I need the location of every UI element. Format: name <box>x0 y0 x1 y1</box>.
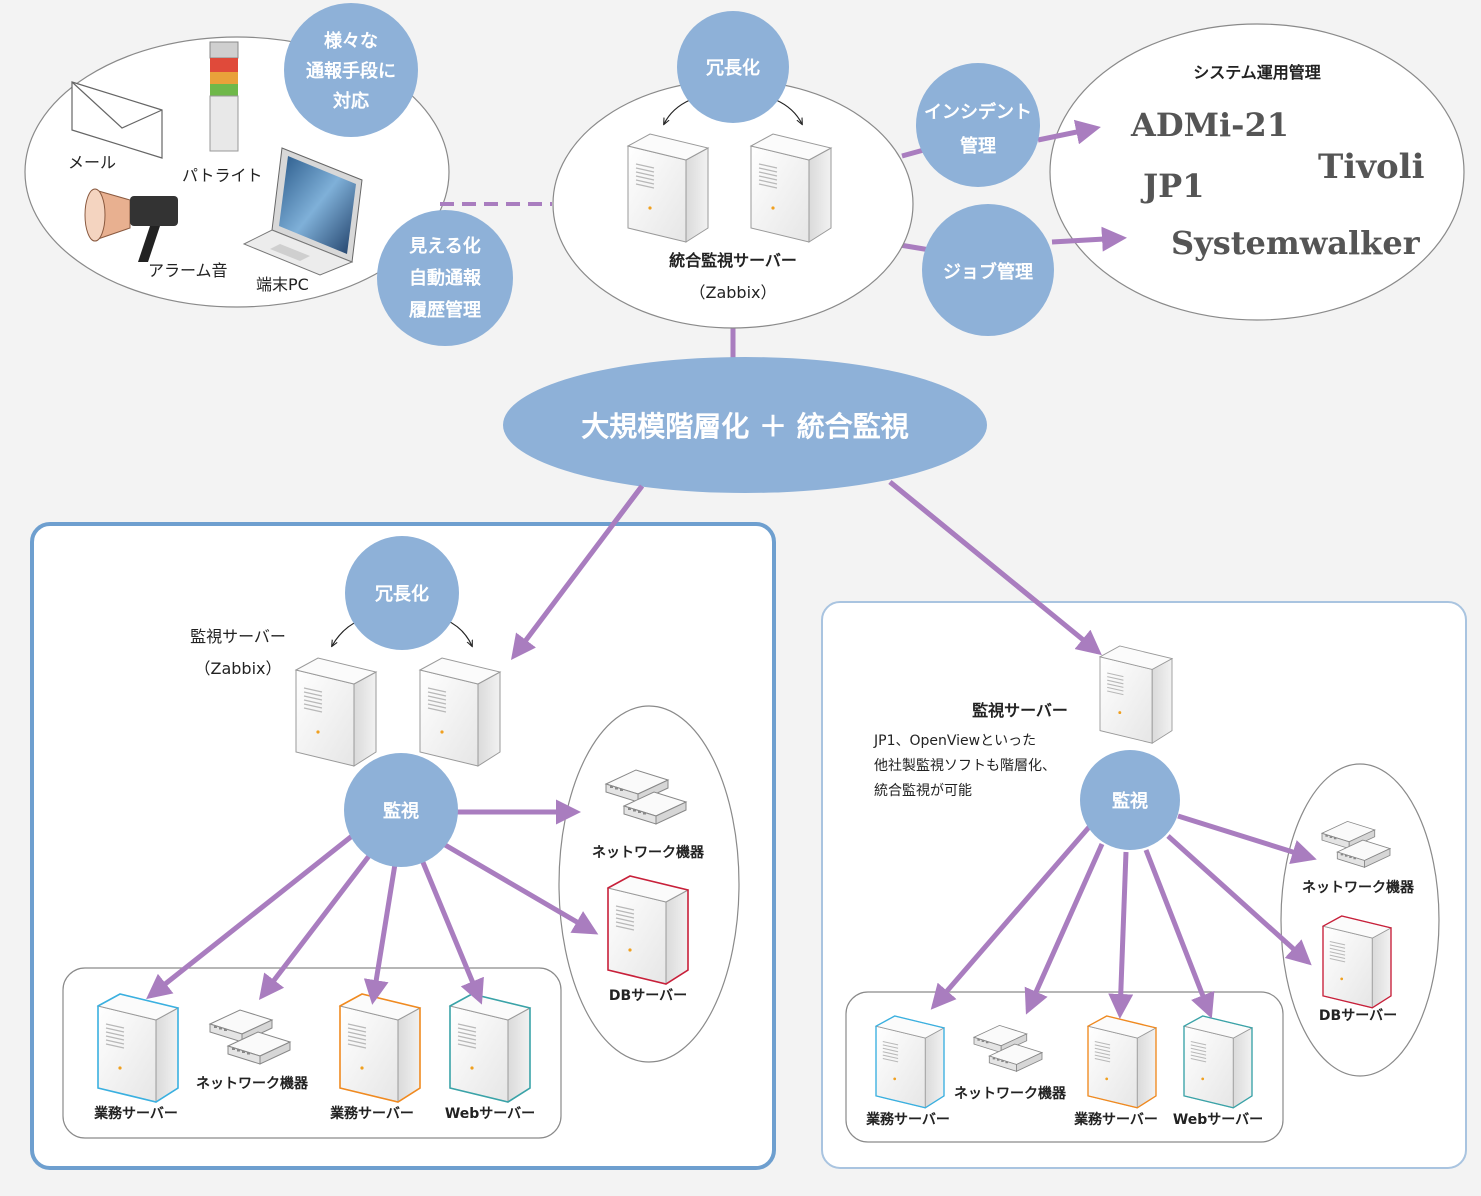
visualization-bubble <box>377 210 513 346</box>
right-db-label: DBサーバー <box>1319 1008 1397 1024</box>
brand-tivoli: Tivoli <box>1318 147 1425 187</box>
right-biz1-label: 業務サーバー <box>865 1111 950 1128</box>
right-monitor-bubble <box>1080 750 1180 850</box>
notification-bubble <box>284 3 418 137</box>
right-db-icon <box>1323 916 1391 1008</box>
mail-label: メール <box>68 153 116 172</box>
right-web-icon <box>1184 1016 1252 1108</box>
left-server-icon-2 <box>419 657 501 767</box>
brand-jp1: JP1 <box>1140 167 1204 205</box>
left-network-label: ネットワーク機器 <box>592 844 705 861</box>
redundancy-left-text: 冗長化 <box>375 583 429 605</box>
right-business-group <box>845 991 1284 1143</box>
right-biz2-label: 業務サーバー <box>1073 1111 1158 1128</box>
left-monitor-text: 監視 <box>383 800 419 822</box>
notification-bubble-line2: 通報手段に <box>306 60 396 82</box>
incident-arrow <box>1037 119 1101 145</box>
visualization-line1: 見える化 <box>408 235 480 257</box>
incident-line1: インシデント <box>924 101 1032 123</box>
redundancy-bubble-top <box>677 11 789 123</box>
integrated-server-title: 統合監視サーバー <box>669 251 797 270</box>
notification-bubble-line3: 対応 <box>332 90 369 112</box>
left-business-group <box>62 967 562 1139</box>
left-web-label: Webサーバー <box>445 1106 535 1122</box>
laptop-icon <box>242 147 363 276</box>
incident-line2: 管理 <box>960 135 996 157</box>
right-note-line3: 統合監視が可能 <box>874 782 972 799</box>
brand-admi: ADMi-21 <box>1130 106 1289 144</box>
left-server-icon-1 <box>295 657 377 767</box>
central-banner <box>503 357 987 493</box>
redundancy-top-text: 冗長化 <box>706 57 760 79</box>
integrated-server-sub: （Zabbix） <box>690 283 777 302</box>
job-arrow <box>1051 226 1127 252</box>
left-biz1-icon <box>98 994 178 1102</box>
megaphone-icon <box>84 188 178 262</box>
right-monitor-text: 監視 <box>1112 790 1148 812</box>
integrated-server-icon-2 <box>750 133 832 243</box>
job-text: ジョブ管理 <box>943 261 1033 283</box>
left-server-sub: （Zabbix） <box>195 659 282 678</box>
ops-title: システム運用管理 <box>1193 63 1321 82</box>
alarm-label: アラーム音 <box>148 261 228 280</box>
notification-bubble-line1: 様々な <box>324 30 378 52</box>
right-biz1-icon <box>876 1016 944 1108</box>
left-biz1-label: 業務サーバー <box>93 1105 178 1122</box>
left-db-label: DBサーバー <box>609 988 687 1004</box>
right-network-label: ネットワーク機器 <box>1302 879 1415 896</box>
incident-bubble <box>916 63 1040 187</box>
patlite-icon <box>209 41 239 152</box>
visualization-line2: 自動通報 <box>409 267 482 289</box>
left-db-icon <box>608 876 688 984</box>
right-server-icon <box>1099 645 1173 744</box>
left-biz2-icon <box>340 994 420 1102</box>
pc-label: 端末PC <box>256 275 309 294</box>
right-biz2-icon <box>1088 1016 1156 1108</box>
right-note-line1: JP1、OpenViewといった <box>873 733 1036 749</box>
visualization-line3: 履歴管理 <box>409 299 481 321</box>
job-bubble <box>922 204 1054 336</box>
left-biz2-label: 業務サーバー <box>329 1105 414 1122</box>
right-web-label: Webサーバー <box>1173 1112 1263 1128</box>
right-note-line2: 他社製監視ソフトも階層化、 <box>874 757 1056 774</box>
right-network2-label: ネットワーク機器 <box>954 1085 1067 1102</box>
right-server-title: 監視サーバー <box>972 701 1068 720</box>
integrated-server-icon-1 <box>627 133 709 243</box>
left-monitor-bubble <box>344 753 458 867</box>
notification-group: メール パトライト アラーム音 端末PC 様々な 通報手段に <box>24 3 450 308</box>
patlite-label: パトライト <box>182 166 262 185</box>
ops-ellipse <box>1049 23 1465 321</box>
mail-icon <box>71 81 163 159</box>
left-network2-label: ネットワーク機器 <box>196 1075 309 1092</box>
central-banner-text: 大規模階層化 ＋ 統合監視 <box>581 410 909 443</box>
brand-systemwalker: Systemwalker <box>1171 224 1421 262</box>
left-server-title: 監視サーバー <box>190 627 286 646</box>
left-web-icon <box>450 994 530 1102</box>
redundancy-bubble-left <box>345 536 459 650</box>
